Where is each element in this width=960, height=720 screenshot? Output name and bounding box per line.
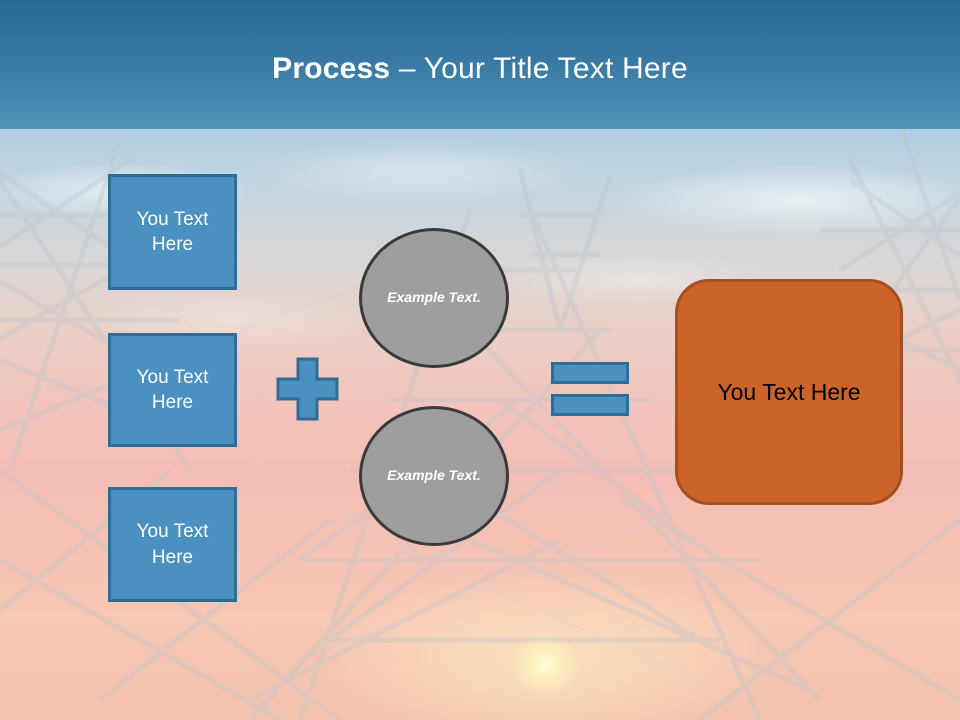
equals-icon <box>551 362 629 417</box>
page-title-rest: – Your Title Text Here <box>390 52 688 85</box>
page-title: Process – Your Title Text Here <box>0 52 960 86</box>
input-box-3[interactable]: You Text Here <box>108 487 237 602</box>
example-circle-2-label: Example Text. <box>387 467 481 484</box>
equals-bar-top <box>551 362 629 384</box>
example-circle-2[interactable]: Example Text. <box>359 406 509 546</box>
input-box-1-label: You Text Here <box>136 208 209 255</box>
plus-icon <box>276 357 339 421</box>
input-box-1[interactable]: You Text Here <box>108 174 237 290</box>
input-box-3-label: You Text Here <box>136 521 209 568</box>
equals-bar-bottom <box>551 394 629 416</box>
example-circle-1[interactable]: Example Text. <box>359 228 509 368</box>
page-title-strong: Process <box>272 52 391 85</box>
result-box[interactable]: You Text Here <box>675 279 903 505</box>
input-box-2-label: You Text Here <box>136 366 209 413</box>
example-circle-1-label: Example Text. <box>387 289 481 306</box>
result-box-label: You Text Here <box>717 378 861 405</box>
input-box-2[interactable]: You Text Here <box>108 333 237 447</box>
title-bar <box>0 0 960 129</box>
